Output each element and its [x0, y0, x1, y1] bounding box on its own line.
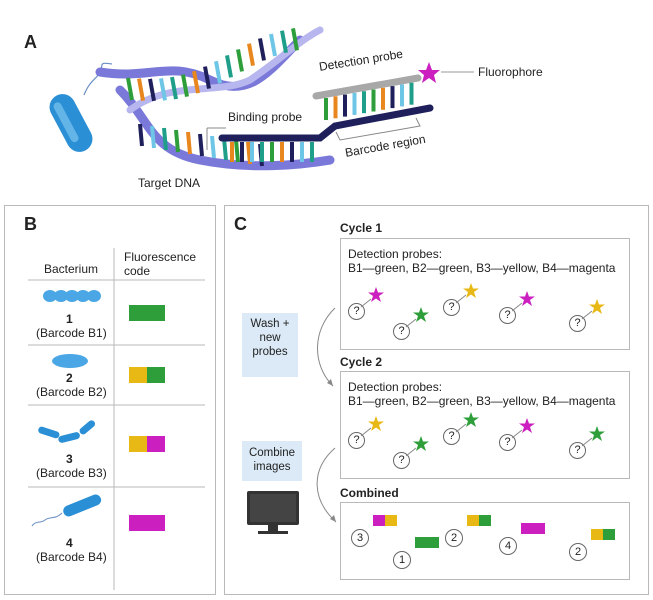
code-segment-green [147, 305, 165, 321]
bacterium-number: 1 [66, 312, 73, 326]
code-segment-magenta [129, 515, 147, 531]
code-segment-magenta [147, 436, 165, 452]
probe-star-icon [463, 412, 479, 427]
detection-probe-strand [312, 74, 422, 100]
col-header-fluorescence-code: Fluorescence code [124, 250, 197, 278]
cycle1-box: Detection probes: B1—green, B2—green, B3… [340, 238, 630, 350]
unknown-cell-marker: ? [348, 432, 365, 449]
unknown-cell-marker: ? [393, 452, 410, 469]
bacterium-barcode: (Barcode B4) [36, 550, 107, 564]
unknown-cell-marker: ? [569, 315, 586, 332]
wash-label: Wash + new probes [250, 318, 290, 358]
cycle2-probes-title: Detection probes: [348, 380, 443, 394]
combined-code-bar [415, 537, 439, 548]
combined-code-bar [521, 523, 545, 534]
code-segment-yellow [467, 515, 479, 526]
probe-star-icon [368, 287, 384, 302]
cycle2-box: Detection probes: B1—green, B2—green, B3… [340, 371, 630, 479]
panel-b [4, 205, 216, 595]
bacterium-chain-icon [43, 290, 101, 302]
code-segment-green [129, 305, 147, 321]
arrow-cycle1-to-cycle2 [317, 307, 336, 387]
fluorescence-code-bar [129, 367, 165, 383]
code-segment-magenta [533, 523, 545, 534]
unknown-cell-marker: ? [348, 303, 365, 320]
code-segment-yellow [129, 436, 147, 452]
code-segment-green [415, 537, 427, 548]
identified-cell-marker: 3 [351, 529, 369, 547]
code-segment-yellow [385, 515, 397, 526]
combined-title: Combined [340, 486, 399, 500]
combine-label: Combine images [248, 447, 296, 473]
unknown-cell-marker: ? [393, 323, 410, 340]
probe-star-icon [589, 299, 605, 314]
combined-box: 3 1 2 4 2 [340, 502, 630, 580]
label-binding-probe: Binding probe [228, 110, 303, 124]
dna-illustration [49, 26, 474, 171]
code-segment-magenta [521, 523, 533, 534]
identified-cell-marker: 2 [569, 543, 587, 561]
bacterium-number: 4 [66, 536, 73, 550]
fluorophore-star-icon [418, 62, 440, 83]
probe-star-icon [519, 291, 535, 306]
arrow-cycle2-to-combined [316, 447, 337, 523]
code-segment-magenta [373, 515, 385, 526]
probe-star-icon [413, 436, 429, 451]
code-segment-green [147, 367, 165, 383]
cycle1-probes-text: B1—green, B2—green, B3—yellow, B4—magent… [348, 261, 616, 275]
cycle2-probes-text: B1—green, B2—green, B3—yellow, B4—magent… [348, 394, 616, 408]
bacterium-flagellated-icon [31, 494, 102, 527]
identified-cell-marker: 2 [445, 529, 463, 547]
cycle2-title: Cycle 2 [340, 355, 383, 369]
cycle1-title: Cycle 1 [340, 221, 383, 235]
bacterium-rod-chain-icon [38, 420, 96, 443]
fluorescence-code-bar [129, 305, 165, 321]
panel-c-letter: C [234, 214, 247, 234]
fluorescence-code-bar [129, 436, 165, 452]
unknown-cell-marker: ? [569, 442, 586, 459]
wash-new-probes-box: Wash + new probes [242, 313, 298, 377]
identified-cell-marker: 1 [393, 551, 411, 569]
probe-star-icon [413, 307, 429, 322]
bacterium-barcode: (Barcode B3) [36, 466, 107, 480]
code-segment-yellow [591, 529, 603, 540]
monitor-icon [247, 491, 299, 534]
unknown-cell-marker: ? [499, 434, 516, 451]
bacterium-barcode: (Barcode B2) [36, 385, 107, 399]
bacterium-barcode: (Barcode B1) [36, 326, 107, 340]
col-header-bacterium: Bacterium [44, 262, 99, 276]
bacterium-oval-icon [52, 354, 88, 368]
code-segment-magenta [147, 515, 165, 531]
code-segment-green [427, 537, 439, 548]
probe-star-icon [463, 283, 479, 298]
panel-b-letter: B [24, 214, 37, 234]
label-target-dna: Target DNA [138, 176, 201, 190]
label-fluorophore: Fluorophore [478, 65, 543, 79]
code-segment-yellow [129, 367, 147, 383]
unknown-cell-marker: ? [443, 299, 460, 316]
binding-probe-strand [218, 104, 434, 142]
unknown-cell-marker: ? [499, 307, 516, 324]
bacterium-number: 3 [66, 452, 73, 466]
code-segment-green [603, 529, 615, 540]
cycle1-probes-title: Detection probes: [348, 247, 443, 261]
unknown-cell-marker: ? [443, 428, 460, 445]
target-dna-strand [95, 26, 335, 171]
probe-star-icon [589, 426, 605, 441]
code-segment-green [479, 515, 491, 526]
probe-star-icon [368, 416, 384, 431]
probe-star-icon [519, 418, 535, 433]
combined-code-bar [591, 529, 615, 540]
combined-code-bar [373, 515, 397, 526]
bacterium-number: 2 [66, 371, 73, 385]
panel-a-letter: A [24, 32, 37, 52]
combined-code-bar [467, 515, 491, 526]
combine-images-box: Combine images [242, 441, 302, 481]
identified-cell-marker: 4 [499, 537, 517, 555]
fluorescence-code-bar [129, 515, 165, 531]
